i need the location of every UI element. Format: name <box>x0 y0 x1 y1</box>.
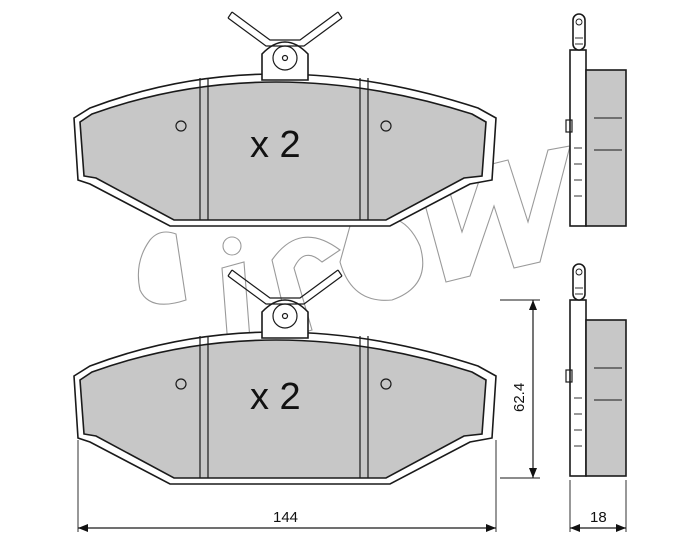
quantity-label-bottom: x 2 <box>250 376 301 418</box>
brake-pad-front-view-top: x 2 <box>73 11 497 227</box>
brake-pad-front-view-bottom: x 2 <box>73 269 497 485</box>
dimension-thickness: 18 <box>569 480 627 532</box>
brake-pad-side-view-top <box>565 13 627 227</box>
dimension-height: 62.4 <box>500 299 540 479</box>
dimension-thickness-label: 18 <box>590 509 607 526</box>
dimension-height-label: 62.4 <box>511 383 528 412</box>
quantity-label-top: x 2 <box>250 124 301 166</box>
brake-pad-side-view-bottom <box>565 263 627 477</box>
dimension-width-label: 144 <box>273 509 298 526</box>
dimension-width: 144 <box>77 440 497 532</box>
